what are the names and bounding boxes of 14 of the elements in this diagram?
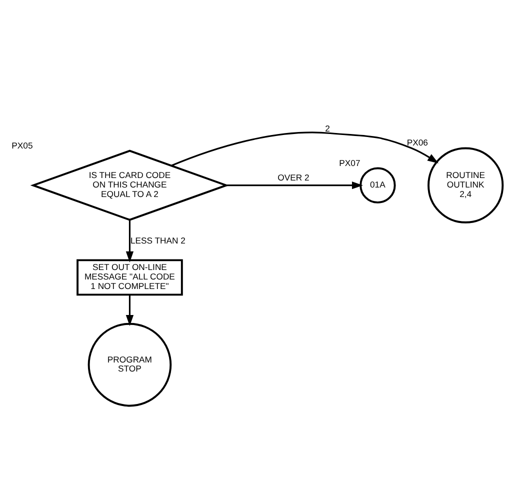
edge-label: LESS THAN 2 [130,235,186,246]
arrow [126,220,134,262]
node-label: PX07 [339,157,360,168]
node-label: PX05 [12,140,33,150]
node-circle: PROGRAM STOP [88,322,172,406]
edge-label: OVER 2 [278,172,310,182]
arrow [226,180,363,189]
arrow [171,131,439,166]
arrow [126,294,134,326]
node-diamond: IS THE CARD CODE ON THIS CHANGE EQUAL TO A 2 [30,149,230,220]
node-circle: 01A [360,166,396,203]
node-label: PX06 [406,137,428,148]
edge-label: 2 [325,123,330,134]
node-box: SET OUT ON-LINE MESSAGE "ALL CODE 1 NOT COMPLETE" [76,258,183,296]
